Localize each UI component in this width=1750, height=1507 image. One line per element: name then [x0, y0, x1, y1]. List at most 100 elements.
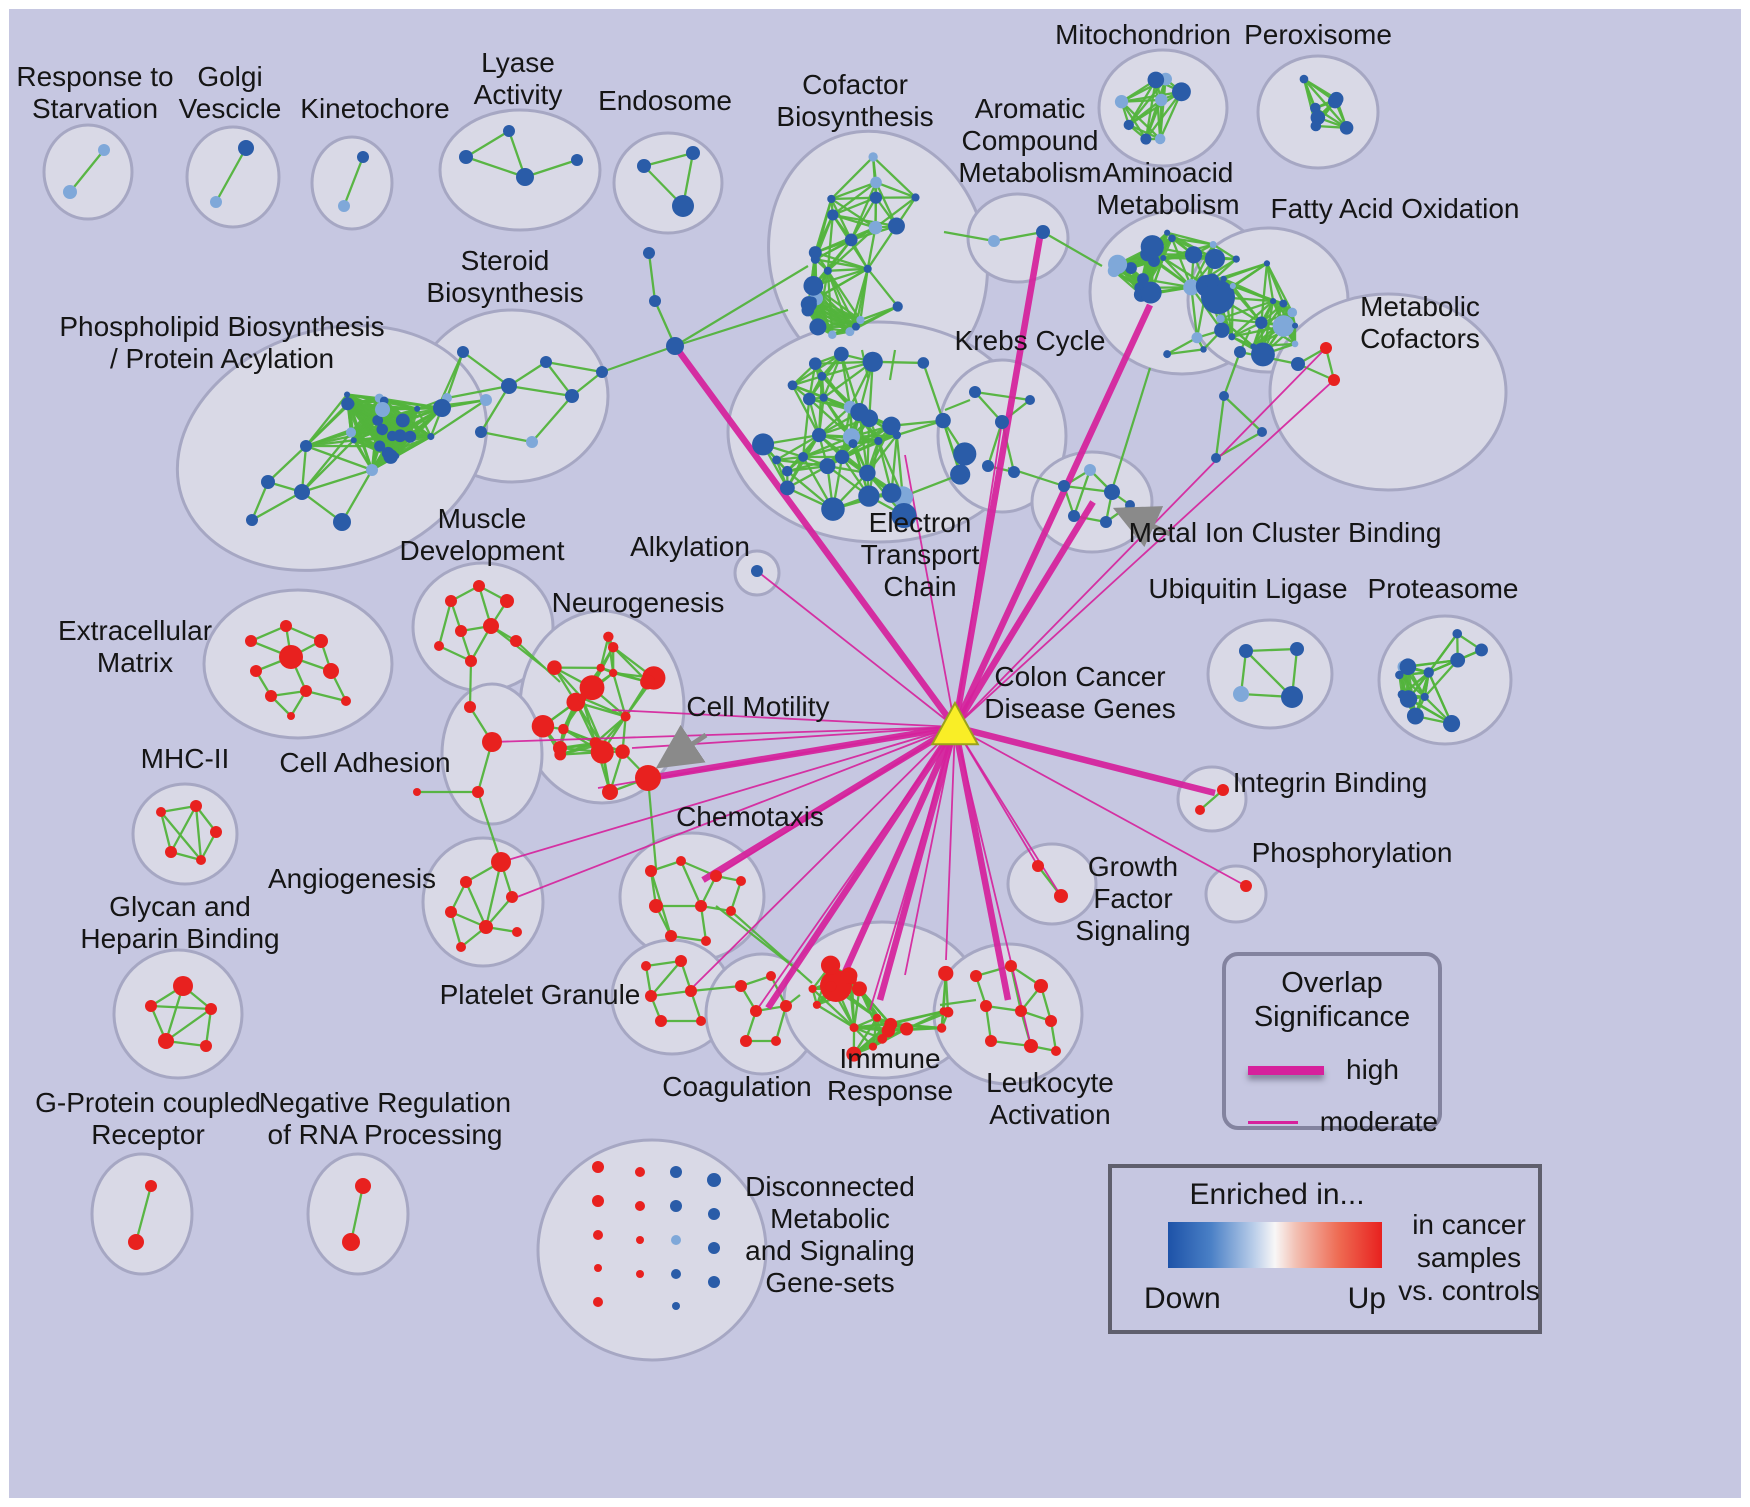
gene-overlap-edge — [305, 444, 373, 472]
gene-set-node — [1406, 707, 1424, 725]
gene-set-node — [265, 690, 277, 702]
gene-set-node — [413, 788, 421, 796]
gene-set-node — [300, 685, 312, 697]
gene-set-node — [821, 497, 845, 521]
gene-overlap-edge — [377, 407, 418, 422]
gene-set-node — [1452, 628, 1463, 639]
gene-set-node — [531, 714, 555, 738]
gene-set-node — [751, 565, 763, 577]
gene-overlap-edge — [1159, 79, 1167, 140]
legend-caption: in cancer samples vs. controls — [1398, 1208, 1540, 1307]
gene-overlap-edge — [581, 696, 627, 718]
gene-set-node — [455, 625, 467, 637]
gene-set-node — [434, 641, 444, 651]
disease-overlap-edge-moderate — [516, 726, 956, 898]
gene-overlap-edge — [786, 455, 843, 473]
gene-overlap-edge — [194, 805, 203, 861]
gene-set-node — [395, 413, 410, 428]
gene-overlap-edge — [1222, 351, 1242, 397]
gene-set-node — [1290, 642, 1304, 656]
gene-set-node — [1229, 282, 1236, 290]
gene-set-node — [787, 380, 798, 391]
gene-overlap-edge — [476, 791, 503, 863]
gene-overlap-edge — [305, 402, 349, 447]
gene-set-node — [701, 936, 711, 946]
disease-overlap-edge-moderate — [755, 726, 956, 1012]
gene-set-node — [1201, 280, 1235, 314]
gene-overlap-edge — [1232, 262, 1268, 287]
label-krebs-cycle: Krebs Cycle — [955, 325, 1106, 356]
disease-overlap-edge-high — [951, 726, 1012, 1001]
gene-overlap-edge — [888, 349, 897, 381]
gene-set-node — [323, 663, 339, 679]
gene-set-node — [938, 965, 954, 982]
gene-set-node — [942, 1006, 954, 1018]
gene-set-node — [1164, 229, 1171, 236]
gene-set-node — [666, 337, 684, 355]
gene-set-node — [1420, 692, 1429, 701]
gene-overlap-edge — [559, 741, 596, 756]
gene-set-node — [801, 303, 815, 317]
gene-overlap-edge — [816, 1003, 855, 1029]
gene-overlap-edge — [830, 198, 853, 241]
gene-set-node — [491, 852, 511, 872]
gene-overlap-edge — [165, 1008, 212, 1042]
gene-set-node — [1191, 332, 1203, 344]
label-peroxisome: Peroxisome — [1244, 19, 1392, 50]
gene-set-node — [1107, 254, 1128, 274]
gene-set-node — [465, 655, 477, 667]
gene-overlap-edge — [1265, 262, 1294, 313]
gene-overlap-edge — [940, 973, 947, 1029]
gene-set-node — [473, 580, 485, 592]
gene-set-node — [823, 266, 832, 275]
gene-set-node — [1281, 686, 1303, 708]
gene-overlap-edge — [545, 360, 603, 374]
label-alkylation: Alkylation — [630, 531, 750, 562]
disease-overlap-edge-high — [837, 725, 958, 985]
gene-set-node — [649, 899, 663, 913]
gene-overlap-edge — [341, 469, 373, 523]
gene-set-node — [752, 433, 775, 456]
gene-set-node — [479, 920, 493, 934]
gene-set-node — [868, 220, 883, 235]
gene-set-node — [128, 1234, 144, 1250]
gene-set-node — [1310, 120, 1322, 132]
gene-set-node — [807, 296, 817, 306]
gene-set-node — [1195, 805, 1205, 815]
gene-set-node — [917, 357, 930, 369]
label-cell-motility: Cell Motility — [686, 691, 829, 722]
gene-set-node — [740, 1035, 752, 1047]
legend-item-high: high — [1248, 1054, 1438, 1086]
gene-set-node — [1233, 686, 1249, 702]
gene-set-node — [205, 1003, 217, 1015]
gene-set-node — [464, 701, 476, 713]
gene-overlap-edge — [646, 777, 658, 869]
gene-overlap-edge — [1252, 302, 1285, 348]
gene-overlap-edge — [305, 689, 347, 703]
gene-set-node — [540, 356, 552, 368]
gene-set-node — [869, 191, 883, 204]
gene-set-node — [1051, 1046, 1061, 1056]
gene-set-node — [686, 146, 700, 160]
gene-set-node — [819, 393, 828, 402]
gene-set-node — [1292, 322, 1299, 329]
gene-overlap-edge — [524, 158, 578, 179]
gene-set-node — [620, 711, 631, 722]
gene-set-node — [482, 732, 502, 752]
gene-set-node — [772, 455, 781, 465]
label-fatty-acid-oxidation: Fatty Acid Oxidation — [1270, 193, 1519, 224]
gene-overlap-edge — [599, 636, 610, 669]
gene-set-node — [250, 665, 262, 677]
gene-overlap-edge — [674, 308, 789, 348]
layer-green — [419, 230, 1252, 1007]
legend-overlap-significance: Overlap Significance high moderate — [1222, 952, 1442, 1137]
gene-set-node — [887, 217, 905, 235]
legend-item-moderate: moderate — [1248, 1106, 1438, 1138]
gene-set-node — [1257, 427, 1267, 437]
gene-set-node — [665, 930, 677, 942]
gene-set-node — [670, 1200, 682, 1212]
